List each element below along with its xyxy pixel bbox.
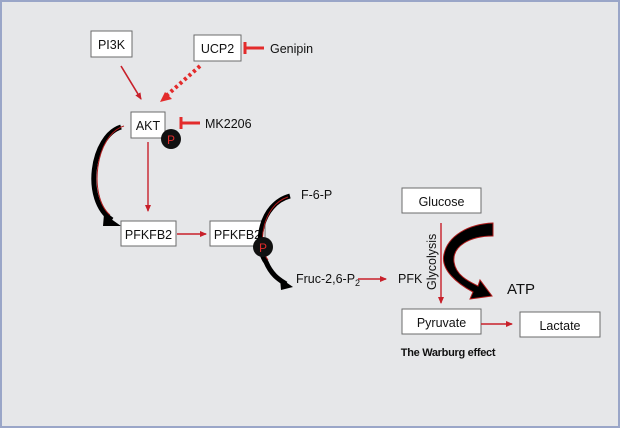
phospho-badge-akt: P: [161, 129, 181, 149]
node-pi3k: PI3K: [90, 30, 133, 58]
node-glucose: Glucose: [401, 187, 482, 214]
arrow-pi3k-akt: [120, 65, 142, 100]
glycolysis-label: Glycolysis: [425, 234, 439, 290]
node-akt: AKT: [130, 111, 166, 139]
mk2206-label: MK2206: [205, 117, 252, 131]
dotted-arrow-ucp2-akt: [164, 64, 202, 98]
lactate-label: Lactate: [539, 319, 580, 333]
glucose-label: Glucose: [419, 195, 465, 209]
pfkfb2-a-label: PFKFB2: [125, 228, 172, 242]
genipin-inhibition: Genipin: [243, 42, 313, 56]
akt-label: AKT: [136, 119, 161, 133]
fruc26p2-label: Fruc-2,6-P2: [296, 272, 360, 288]
node-ucp2: UCP2: [193, 34, 242, 62]
node-pfkfb2-a: PFKFB2: [120, 220, 177, 247]
pi3k-label: PI3K: [98, 38, 126, 52]
node-lactate: Lactate: [519, 311, 601, 338]
phospho-badge-pfkfb2: P: [253, 237, 273, 257]
pyruvate-label: Pyruvate: [417, 316, 466, 330]
ucp2-label: UCP2: [201, 42, 234, 56]
warburg-caption: The Warburg effect: [401, 347, 496, 359]
mk2206-inhibition: MK2206: [179, 117, 252, 131]
dotted-arrowhead: [160, 92, 172, 102]
pfk-label: PFK: [398, 272, 423, 286]
genipin-label: Genipin: [270, 42, 313, 56]
pfkfb2-b-label: PFKFB2: [214, 228, 261, 242]
curved-arrow-atp: [442, 222, 494, 300]
svg-text:P: P: [167, 133, 175, 147]
svg-text:P: P: [259, 241, 267, 255]
f6p-label: F-6-P: [301, 188, 332, 202]
curved-arrow-akt-pfkfb2: [91, 124, 125, 226]
node-pyruvate: Pyruvate: [401, 308, 482, 335]
atp-label: ATP: [507, 281, 535, 298]
